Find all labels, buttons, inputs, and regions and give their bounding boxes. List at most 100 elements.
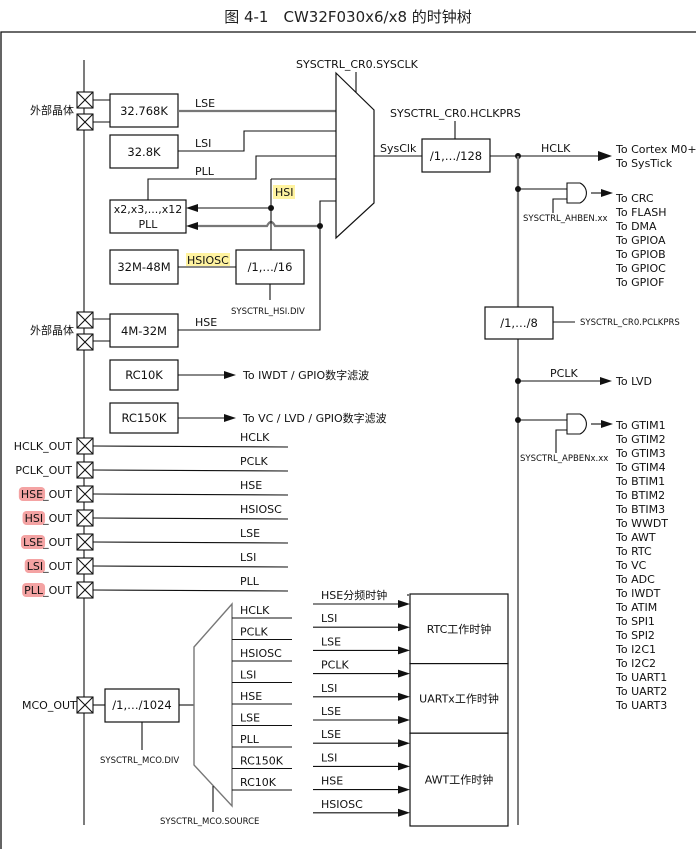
mco-input-label: HSE [240, 690, 262, 703]
mco-input-label: HCLK [240, 604, 270, 617]
hsi-divider-box [235, 249, 305, 285]
output-pin-hclk[interactable] [76, 437, 94, 455]
pclk-prescaler-register: SYSCTRL_CR0.PCLKPRS [580, 318, 680, 328]
mco-divider-box [104, 688, 180, 723]
crystal-pin-lse-b[interactable] [76, 113, 94, 131]
apb-destination: To ATIM [615, 601, 657, 614]
lse-oscillator-label: 32.768K [120, 104, 168, 118]
pclk-label: PCLK [550, 367, 578, 380]
rc150k-label: RC150K [122, 411, 167, 425]
mco-input-label: LSE [240, 712, 260, 725]
hsi-divider-label: /1,…/16 [248, 260, 293, 274]
ahb-destination: To GPIOF [615, 276, 664, 289]
pll-box-label: PLL [139, 218, 159, 231]
output-pin-label: HCLK_OUT [14, 440, 73, 453]
arrow-icon [398, 808, 410, 817]
apb-and-gate [566, 413, 587, 435]
output-pin-label: PCLK_OUT [15, 464, 72, 477]
apb-destination: To SPI2 [615, 629, 655, 642]
hsiosc-signal-label: HSIOSC [187, 254, 229, 267]
ext-crystal-label-2: 外部晶体 [30, 323, 74, 337]
ahb-and-gate [566, 182, 587, 204]
hsi-div-register: SYSCTRL_HSI.DIV [231, 307, 305, 317]
output-signal-label: HCLK [240, 431, 270, 444]
peripheral-clock-name: AWT工作时钟 [425, 773, 494, 787]
output-pin-hsi[interactable] [76, 509, 94, 527]
peripheral-clock-input: HSE [321, 775, 343, 788]
crystal-pin-hse-a[interactable] [76, 311, 94, 329]
apb-destination: To AWT [615, 531, 656, 544]
output-pin-pll[interactable] [76, 581, 94, 599]
apb-destination: To SPI1 [615, 615, 655, 628]
pin-highlight [22, 511, 46, 525]
apb-destination: To UART1 [615, 671, 667, 684]
peripheral-clock-input: LSI [321, 682, 337, 695]
output-signal-label: LSE [240, 527, 260, 540]
mco-input-label: PLL [240, 733, 260, 746]
output-pin-label: HSE_OUT [21, 488, 72, 501]
pclk-divider-box [484, 306, 554, 340]
mco-source-mux [193, 602, 233, 808]
mco-input-label: RC150K [240, 755, 284, 768]
ahb-destination: To GPIOC [615, 262, 666, 275]
output-pin-label: PLL_OUT [24, 584, 72, 597]
peripheral-clock-name: UARTx工作时钟 [419, 691, 499, 705]
hsi-signal-label: HSI [275, 186, 294, 199]
peripheral-clock-input: LSI [321, 612, 337, 625]
apb-destination: To BTIM3 [615, 503, 665, 516]
ahb-destination: To CRC [615, 192, 654, 205]
mco-input-label: LSI [240, 669, 256, 682]
lsi-signal-label: LSI [195, 137, 211, 150]
hsi-oscillator-box [109, 249, 179, 285]
apb-destination: To UART3 [615, 699, 667, 712]
crystal-pin-lse-a[interactable] [76, 91, 94, 109]
ahb-destination: To GPIOB [615, 248, 666, 261]
ahb-destination: To GPIOA [615, 234, 666, 247]
hclk-dest-cortex: To Cortex M0+ [615, 143, 696, 156]
mco-input-label: HSIOSC [240, 647, 282, 660]
hclk-divider-label: /1,…/128 [430, 149, 482, 163]
crystal-pin-hse-b[interactable] [76, 333, 94, 351]
hclk-divider-box [421, 138, 491, 173]
arrow-icon [398, 623, 410, 632]
output-pin-lsi[interactable] [76, 557, 94, 575]
mco-out-pin[interactable] [76, 696, 94, 714]
apb-destination: To VC [615, 559, 647, 572]
arrow-icon [398, 669, 410, 678]
output-pin-lse[interactable] [76, 533, 94, 551]
hse-signal-label: HSE [195, 316, 217, 329]
pin-highlight [21, 535, 46, 549]
peripheral-clock-block [409, 593, 509, 665]
mco-out-label: MCO_OUT [22, 699, 77, 712]
ahb-destination: To DMA [615, 220, 657, 233]
apb-destination: To RTC [615, 545, 652, 558]
output-pin-label: HSI_OUT [25, 512, 73, 525]
output-pin-hse[interactable] [76, 485, 94, 503]
apb-destination: To BTIM2 [615, 489, 665, 502]
hse-oscillator-label: 4M-32M [121, 324, 167, 338]
rc10k-label: RC10K [125, 368, 163, 382]
peripheral-clock-block [409, 732, 509, 827]
apb-destination: To GTIM2 [615, 433, 666, 446]
output-signal-label: LSI [240, 551, 256, 564]
output-signal-label: PLL [240, 575, 260, 588]
lsi-oscillator-box [109, 134, 179, 169]
hsi-oscillator-label: 32M-48M [117, 260, 170, 274]
output-pin-pclk[interactable] [76, 461, 94, 479]
pin-highlight [18, 487, 46, 501]
ahb-enable-register: SYSCTRL_AHBEN.xx [523, 214, 608, 224]
pclk-divider-label: /1,…/8 [500, 316, 538, 330]
frame [0, 31, 696, 849]
apb-destination: To GTIM4 [615, 461, 666, 474]
output-pin-label: LSE_OUT [23, 536, 72, 549]
apb-destination: To UART2 [615, 685, 667, 698]
apb-enable-register: SYSCTRL_APBENx.xx [520, 454, 608, 464]
hclk-dest-systick: To SysTick [615, 157, 673, 170]
apb-destination: To I2C1 [615, 643, 656, 656]
peripheral-clock-input: HSE分频时钟 [321, 588, 387, 602]
output-signal-label: HSE [240, 479, 262, 492]
mco-input-label: RC10K [240, 776, 277, 789]
figure-title: 图 4-1 CW32F030x6/x8 的时钟树 [224, 8, 472, 26]
mco-source-register: SYSCTRL_MCO.SOURCE [160, 817, 259, 827]
